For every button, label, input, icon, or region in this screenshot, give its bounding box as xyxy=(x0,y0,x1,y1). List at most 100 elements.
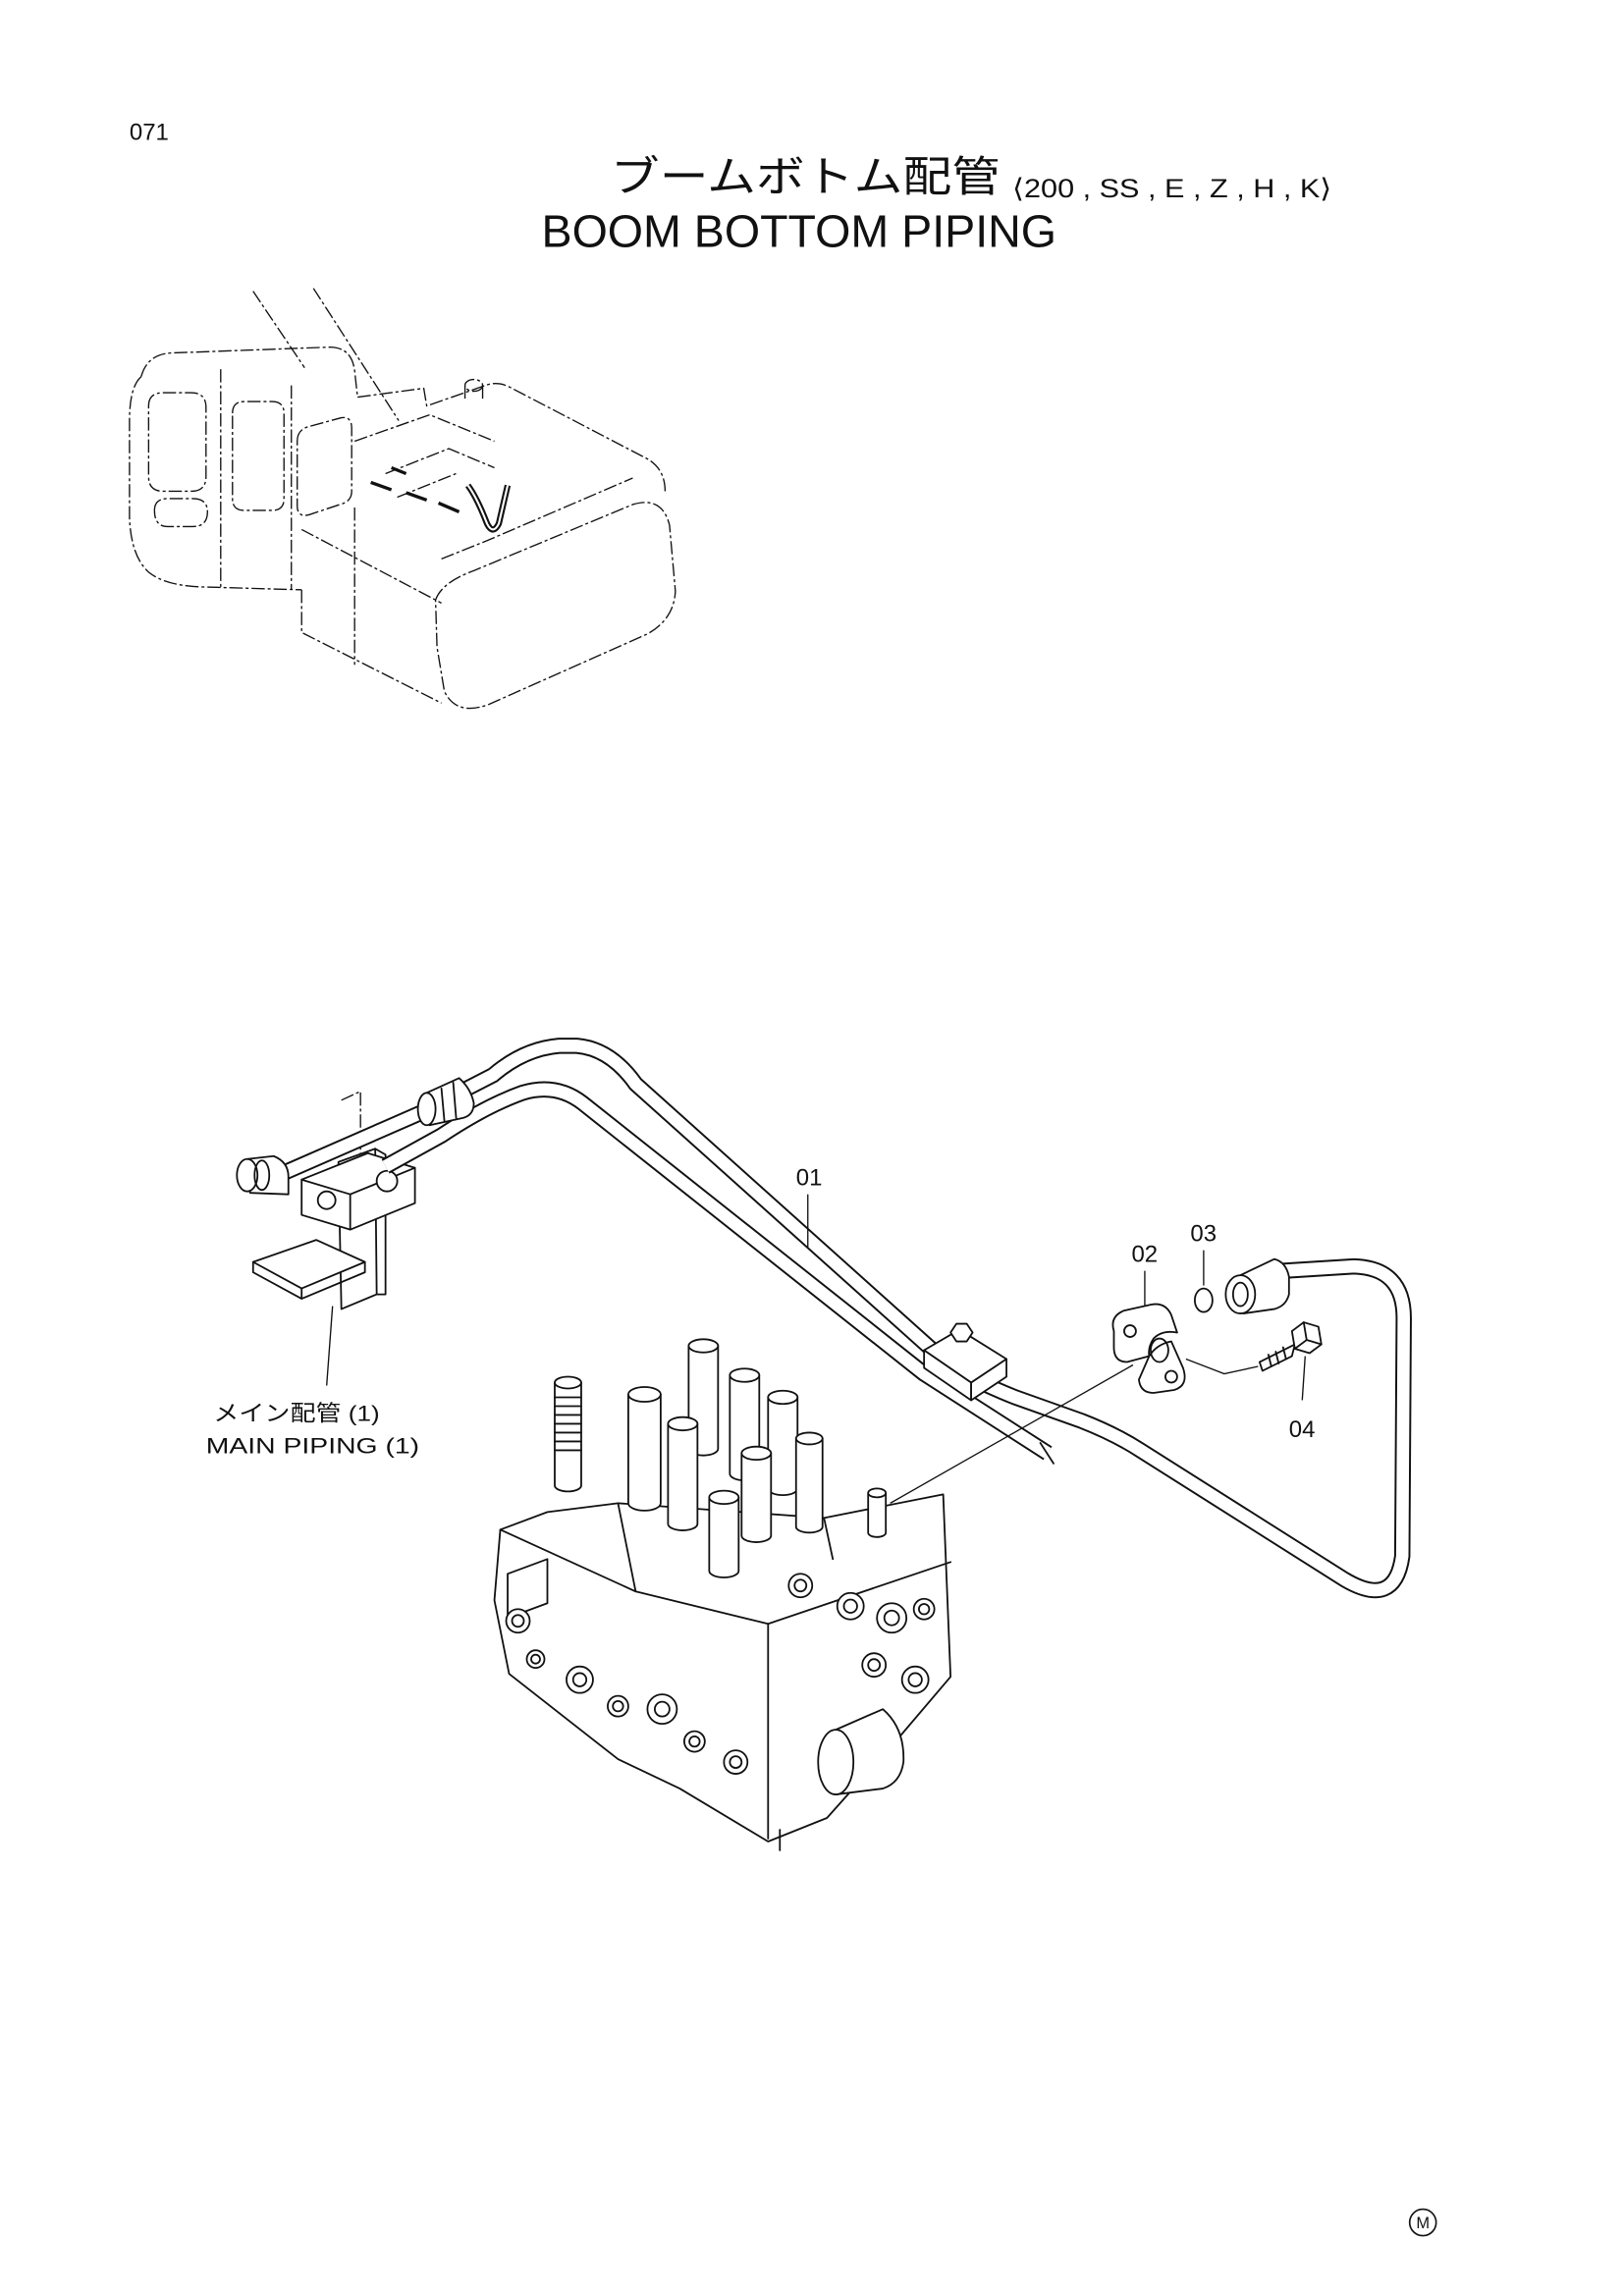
valve-port xyxy=(566,1665,594,1694)
valve-port-bore xyxy=(612,1699,624,1713)
spool-cap xyxy=(767,1396,799,1496)
valve-port xyxy=(723,1749,749,1775)
side-cover-edge xyxy=(300,589,442,704)
spool-cap-top xyxy=(708,1489,740,1506)
pipe-joint-fitting xyxy=(416,1077,475,1127)
main-piping-tube-cut xyxy=(1039,1442,1055,1465)
valve-port xyxy=(861,1652,888,1679)
spool-cap xyxy=(627,1393,662,1512)
flange-bore xyxy=(1150,1337,1169,1363)
reference-label-japanese: メイン配管 (1) xyxy=(213,1401,379,1425)
excavator-boom-pipe-highlight xyxy=(370,465,512,533)
spool-cap-top xyxy=(767,1389,799,1406)
main-piping-tube xyxy=(386,1090,1055,1465)
leader-bolt-to-flange xyxy=(1185,1358,1259,1375)
valve-port-bore xyxy=(571,1672,588,1687)
reference-label-english: MAIN PIPING (1) xyxy=(206,1433,419,1458)
bolt-head-faces xyxy=(1293,1321,1323,1350)
excavator-locator-outline xyxy=(129,288,676,710)
cab-roof xyxy=(140,346,358,398)
fitting-bore xyxy=(1231,1281,1249,1308)
valve-port xyxy=(876,1602,908,1634)
boom-line xyxy=(252,291,305,368)
spool-cap-top xyxy=(554,1375,582,1390)
left-elbow-fitting xyxy=(236,1154,290,1196)
leader-flange-to-valve xyxy=(890,1363,1134,1504)
valve-port xyxy=(682,1730,706,1753)
joint-end xyxy=(416,1092,437,1127)
model-applicability: ⟨200 , SS , E , Z , H , K⟩ xyxy=(1012,174,1331,203)
callout-01: 01 xyxy=(796,1165,823,1192)
valve-port xyxy=(505,1608,531,1634)
valve-port xyxy=(900,1665,930,1694)
cab-front-window xyxy=(147,392,207,493)
joint-hex xyxy=(440,1081,458,1122)
flange-bolt-hole xyxy=(1123,1324,1137,1338)
cab-lower-window xyxy=(153,498,208,528)
split-flange-02 xyxy=(1111,1303,1186,1394)
fitting-face xyxy=(1224,1274,1257,1314)
valve-port xyxy=(836,1591,865,1621)
valve-port xyxy=(525,1649,546,1670)
counterweight xyxy=(434,502,676,710)
spool-cap-top xyxy=(687,1338,720,1354)
boom-line xyxy=(312,288,400,421)
spool-cap xyxy=(794,1437,824,1534)
valve-port-bore xyxy=(883,1609,900,1627)
valve-port-bore xyxy=(653,1700,671,1718)
valve-port-bore xyxy=(530,1653,541,1665)
spool-cap-top xyxy=(627,1386,662,1403)
bracket-foot-edge xyxy=(251,1260,366,1300)
page-title-japanese: ブームボトム配管 xyxy=(611,154,1001,201)
joint-body xyxy=(425,1077,475,1127)
valve-port-bore xyxy=(688,1735,701,1748)
valve-port xyxy=(787,1573,814,1599)
flange-block-bolt xyxy=(316,1190,337,1210)
callout-04: 04 xyxy=(1289,1416,1316,1443)
spool-cap-top xyxy=(740,1445,773,1462)
page-number: 071 xyxy=(130,119,169,145)
valve-end-cover-face xyxy=(817,1729,855,1795)
upper-deck-edge xyxy=(357,383,667,492)
valve-ports xyxy=(505,1573,936,1775)
spool-cap-ribs xyxy=(554,1396,582,1452)
valve-spool-caps xyxy=(554,1338,888,1578)
elbow-end xyxy=(236,1157,259,1193)
valve-port xyxy=(646,1693,678,1726)
flange-bolt-hole xyxy=(1164,1369,1178,1384)
spool-cap-top xyxy=(794,1431,824,1446)
spool-cap-ribbed xyxy=(554,1381,582,1493)
circled-m-mark: M xyxy=(1408,2208,1437,2237)
valve-port xyxy=(607,1694,629,1718)
bolt-04 xyxy=(1258,1321,1323,1372)
main-piping-flange-block xyxy=(300,1151,416,1231)
elbow-body xyxy=(245,1154,290,1196)
spool-cap xyxy=(740,1452,773,1543)
spool-cap-small xyxy=(867,1491,888,1538)
pipe-end-fitting xyxy=(1224,1257,1290,1314)
valve-body-edges xyxy=(499,1502,952,1840)
control-valve xyxy=(493,1338,952,1851)
cab-rear-window xyxy=(297,416,352,516)
valve-port-bore xyxy=(729,1755,743,1769)
hood-edge xyxy=(353,413,495,443)
spool-cap-top xyxy=(667,1415,699,1432)
counterweight-top xyxy=(441,477,633,561)
spool-cap-top xyxy=(867,1487,888,1499)
hood-panel xyxy=(385,448,495,475)
valve-port-boss xyxy=(507,1558,549,1620)
page-title-english: BOOM BOTTOM PIPING xyxy=(541,206,1056,257)
valve-port-bore xyxy=(867,1658,882,1673)
valve-port-bore xyxy=(793,1578,808,1593)
side-cover-edge xyxy=(300,528,442,604)
valve-port-bore xyxy=(918,1603,931,1616)
valve-port-bore xyxy=(511,1614,525,1629)
engine-cap-stem xyxy=(463,385,484,400)
leader-main-piping xyxy=(326,1306,334,1386)
leader-lines xyxy=(326,1194,1306,1504)
callout-02: 02 xyxy=(1131,1242,1158,1268)
leader-04 xyxy=(1301,1356,1306,1401)
valve-port-bore xyxy=(907,1672,923,1687)
